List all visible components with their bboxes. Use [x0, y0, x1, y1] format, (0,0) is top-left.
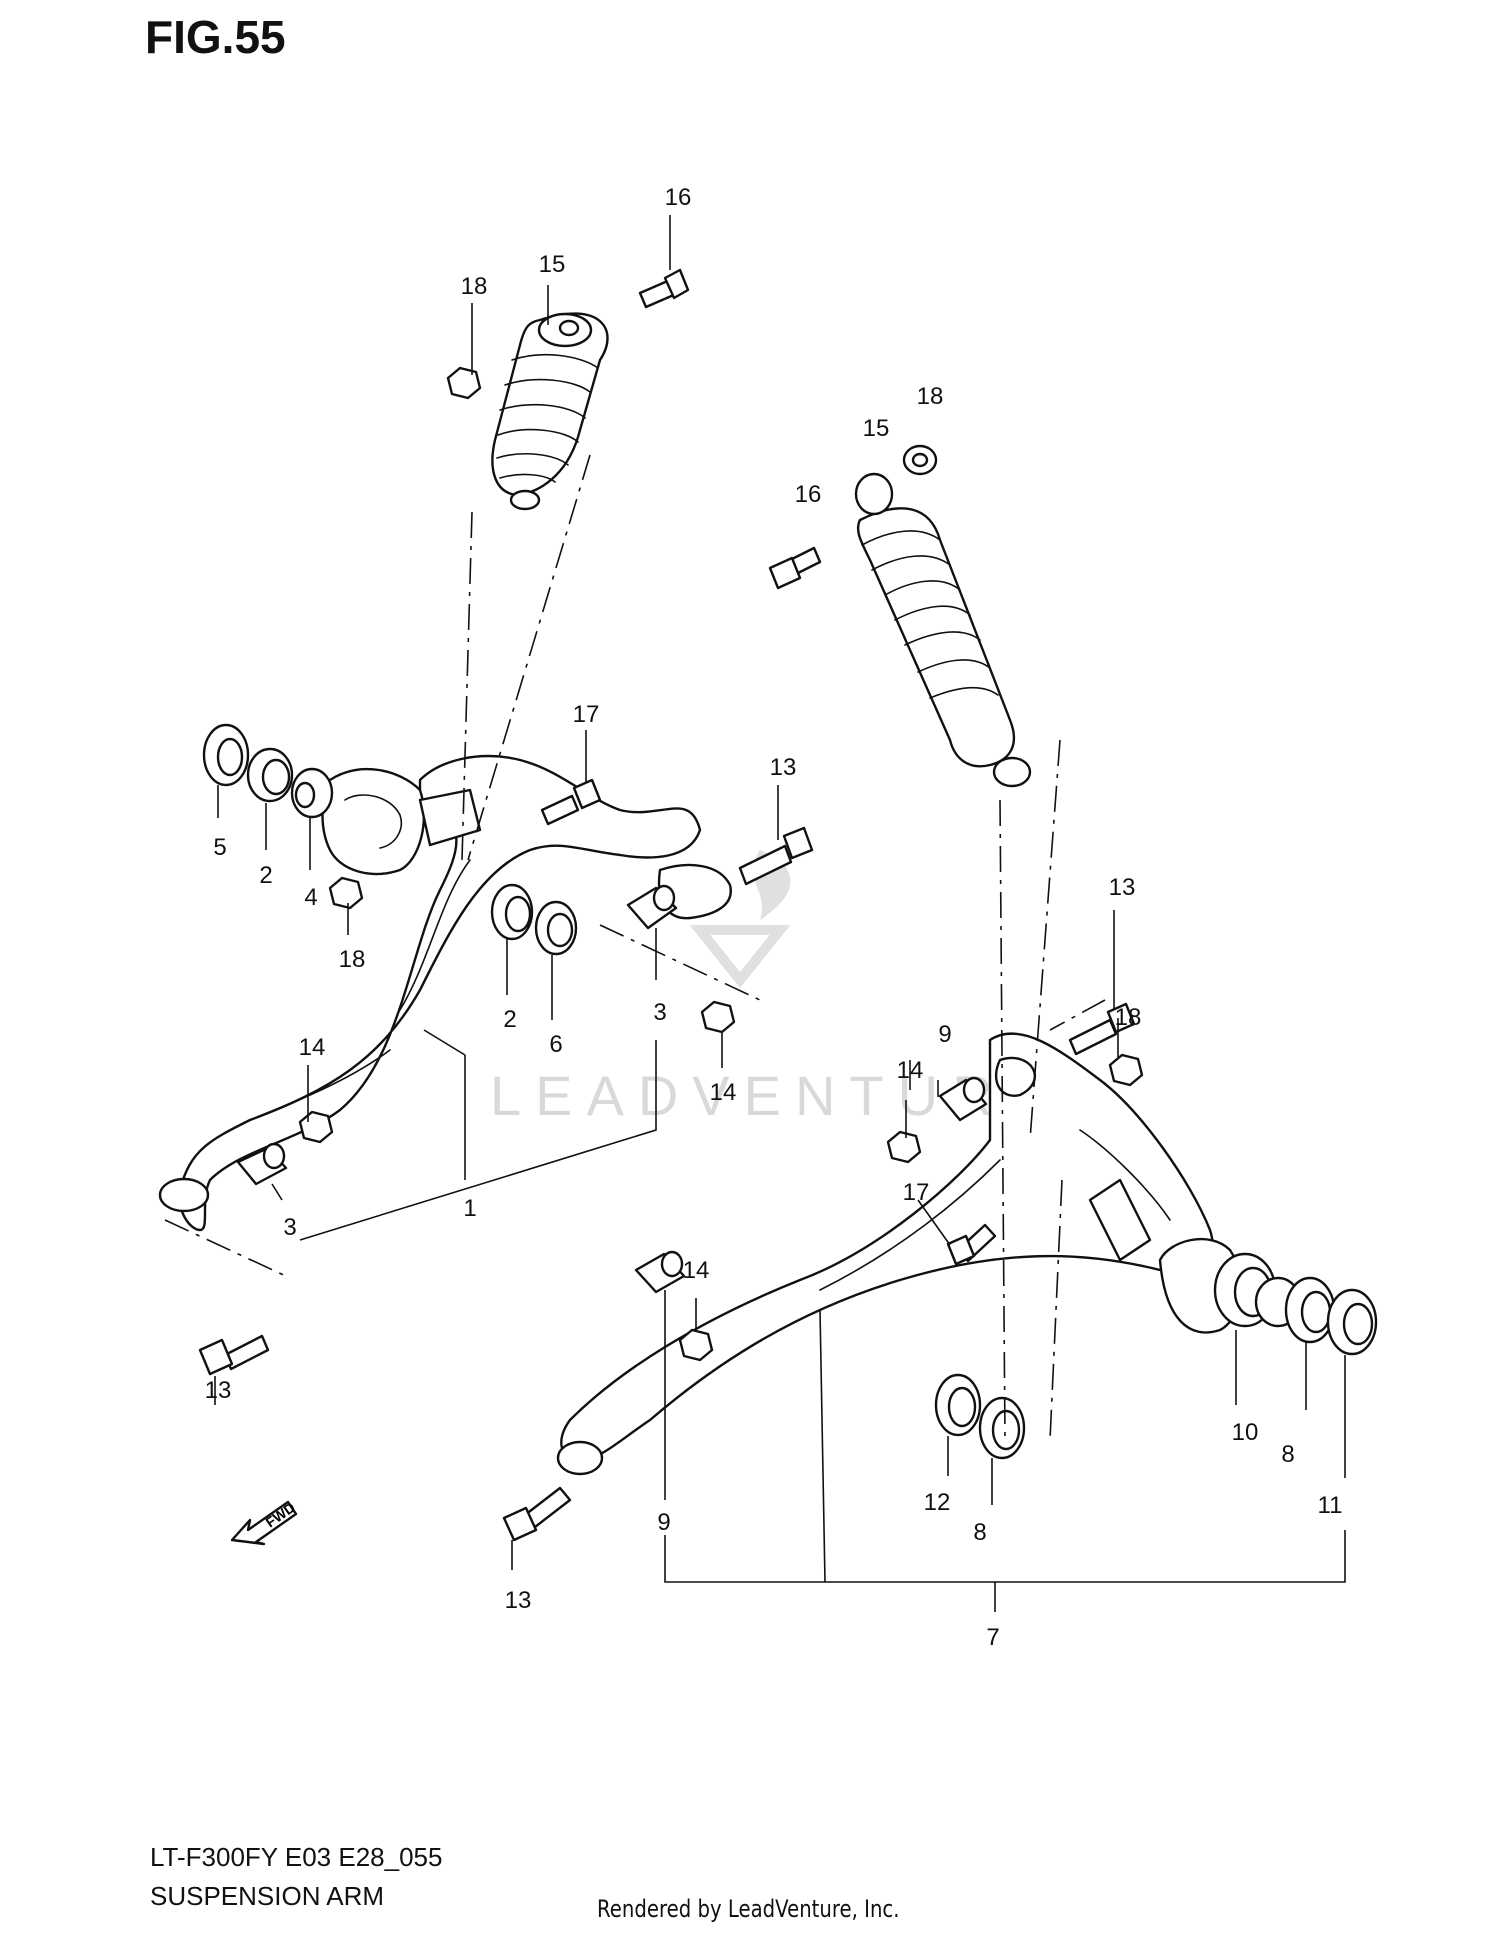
leader-lines	[214, 215, 1346, 1612]
left-oil-seal-6	[534, 900, 578, 956]
callout-13: 13	[205, 1377, 232, 1404]
callout-3: 3	[653, 999, 666, 1026]
callout-9: 9	[938, 1021, 951, 1048]
callout-9: 9	[657, 1509, 670, 1536]
right-shock-nut	[902, 444, 938, 476]
right-arm-seal-12	[934, 1373, 982, 1437]
nuts-left	[298, 876, 736, 1144]
callout-11: 11	[1318, 1492, 1343, 1519]
alignment-lines	[164, 454, 1106, 1441]
nuts-right	[678, 1053, 1144, 1362]
callout-18: 18	[917, 383, 944, 410]
footer-diagram-name: SUSPENSION ARM	[150, 1881, 385, 1911]
callout-6: 6	[549, 1031, 562, 1058]
bolt-17-left	[540, 778, 602, 826]
callout-18: 18	[1115, 1004, 1142, 1031]
callout-13: 13	[1109, 874, 1136, 901]
bolt-13-lower-right	[502, 1486, 572, 1542]
callout-15: 15	[863, 415, 890, 442]
callout-14: 14	[683, 1257, 710, 1284]
callout-12: 12	[924, 1489, 951, 1516]
right-shock-bolt	[768, 546, 822, 590]
bushing-9b	[634, 1250, 686, 1294]
lower-arm	[556, 1032, 1277, 1476]
left-oil-seal-5	[202, 723, 250, 787]
bolt-13-lower-left	[198, 1334, 270, 1376]
callout-10: 10	[1232, 1419, 1259, 1446]
bushing-3a	[626, 884, 678, 930]
fwd-arrow: FWD	[230, 1499, 298, 1546]
callout-3: 3	[283, 1214, 296, 1241]
callout-13: 13	[505, 1587, 532, 1614]
callout-4: 4	[304, 884, 317, 911]
callout-18: 18	[339, 946, 366, 973]
left-shock-absorber	[491, 312, 609, 511]
callout-14: 14	[897, 1057, 924, 1084]
right-arm-bearing-8b	[978, 1396, 1026, 1460]
callout-8: 8	[1281, 1441, 1294, 1468]
callout-16: 16	[665, 184, 692, 211]
callout-14: 14	[299, 1034, 326, 1061]
left-bearing-2	[246, 747, 294, 803]
left-shock-bolt	[638, 268, 690, 309]
callout-1: 1	[463, 1195, 476, 1222]
callout-8: 8	[973, 1519, 986, 1546]
callout-5: 5	[213, 834, 226, 861]
footer-rendered-by: Rendered by LeadVenture, Inc.	[597, 1895, 900, 1923]
bolt-17-right	[946, 1223, 997, 1266]
left-bearing-2b	[490, 883, 534, 941]
callout-17: 17	[573, 701, 600, 728]
bolt-13-upper	[738, 826, 814, 886]
left-shock-nut	[446, 366, 482, 400]
figure-title: FIG.55	[145, 11, 286, 63]
footer-model-code: LT-F300FY E03 E28_055	[150, 1842, 443, 1872]
callout-18: 18	[461, 273, 488, 300]
callout-17: 17	[903, 1179, 930, 1206]
bushing-3b	[236, 1142, 288, 1186]
callout-15: 15	[539, 251, 566, 278]
bushing-9a	[938, 1076, 988, 1122]
right-arm-seal-11	[1326, 1288, 1378, 1356]
bolt-13-right	[1068, 1002, 1136, 1056]
callout-14: 14	[710, 1079, 737, 1106]
callout-numbers: 16 15 18 18 15 16 17 13 13 5 2 4 18 2 6 …	[205, 184, 1343, 1651]
right-arm-bearing-8	[1284, 1276, 1336, 1344]
left-spacer-4	[290, 767, 334, 819]
callout-16: 16	[795, 481, 822, 508]
right-shock-absorber	[854, 472, 1032, 788]
upper-arm	[158, 754, 732, 1232]
callout-2: 2	[503, 1006, 516, 1033]
callout-2: 2	[259, 862, 272, 889]
callout-7: 7	[986, 1624, 999, 1651]
callout-13: 13	[770, 754, 797, 781]
